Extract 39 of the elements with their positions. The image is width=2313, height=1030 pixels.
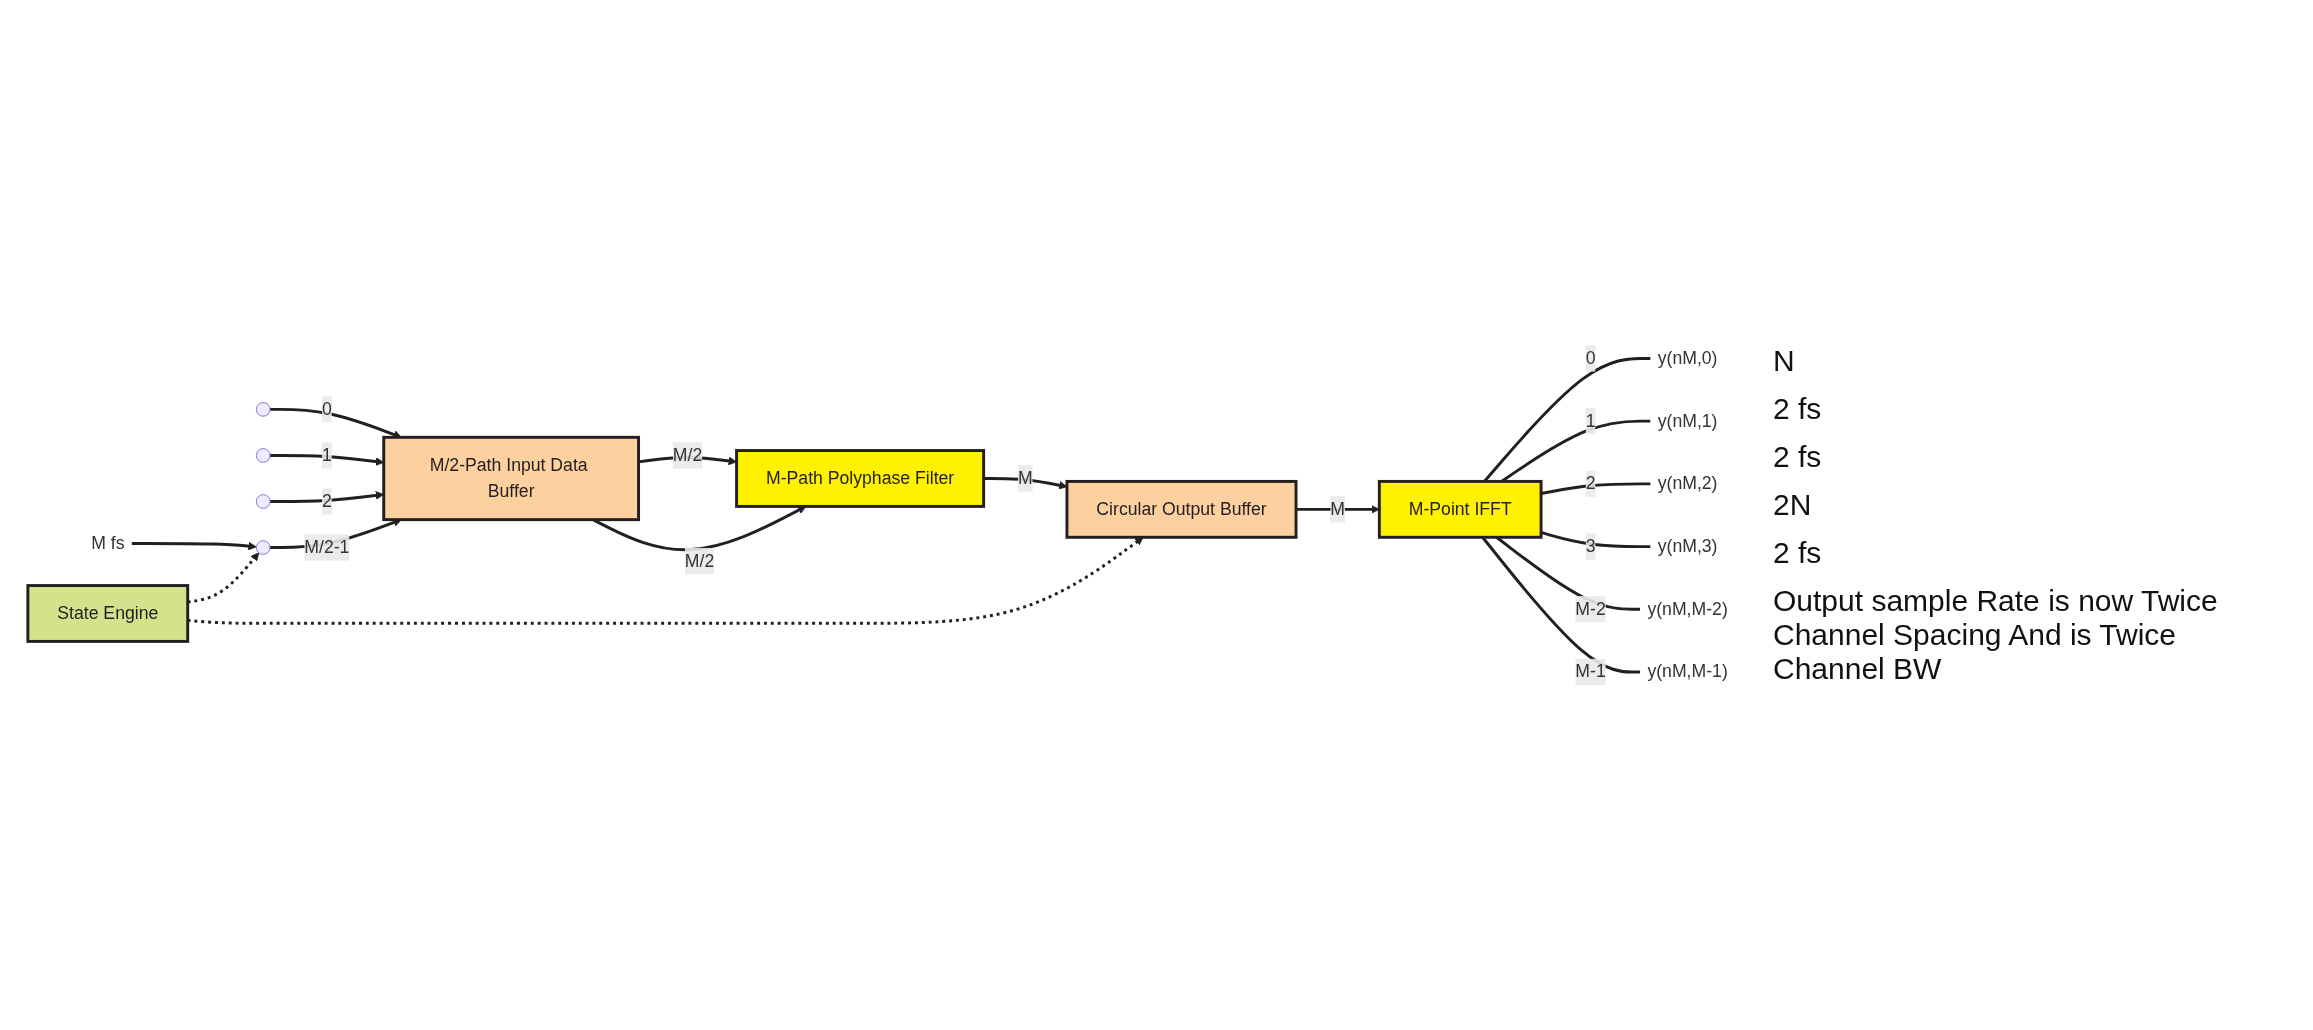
edge-label: M-1: [1575, 661, 1606, 682]
node-circle: [255, 401, 271, 417]
arrow: [131, 541, 257, 551]
node-text: y(nM,3): [1657, 536, 1718, 556]
node-box: State Engine: [26, 583, 190, 643]
edge-label: M-2: [1575, 598, 1606, 619]
note-label: 2 fs: [1773, 536, 1823, 570]
note-label: 2 fs: [1773, 440, 1823, 474]
edge-label: M/2: [672, 444, 703, 465]
node-text: y(nM,1): [1657, 410, 1718, 431]
node-text: y(nM,2): [1657, 473, 1718, 493]
node-text: y(nM,M-2): [1647, 598, 1728, 619]
arrow: [187, 536, 1144, 625]
node-circle: [255, 447, 271, 463]
note-label: Output sample Rate is now Twice Channel Spacing And is Twice Channel BW: [1773, 584, 2219, 686]
note-label: 2N: [1773, 488, 1813, 522]
node-box: M-Path Polyphase Filter: [735, 448, 986, 508]
node-text: M fs: [91, 532, 125, 553]
arrow: [187, 552, 260, 604]
edge-label: 0: [321, 398, 332, 419]
note-label: N: [1773, 344, 1796, 378]
edge-label: M: [1017, 467, 1033, 488]
edge-label: M: [1330, 498, 1346, 519]
edge-label: 0: [1585, 347, 1596, 368]
node-box: M/2-Path Input Data Buffer: [382, 435, 641, 521]
node-circle: [255, 540, 271, 555]
edge-label: 1: [321, 444, 332, 465]
node-text: y(nM,0): [1657, 347, 1718, 368]
edge-label: 3: [1585, 536, 1596, 556]
edge-label: M/2: [684, 550, 715, 571]
node-circle: [255, 493, 271, 509]
note-label: 2 fs: [1773, 392, 1823, 426]
edge-label: 1: [1585, 410, 1596, 431]
edge-label: 2: [321, 490, 332, 511]
node-text: y(nM,M-1): [1647, 661, 1728, 682]
node-box: M-Point IFFT: [1377, 479, 1543, 539]
edge-label: M/2-1: [304, 537, 350, 557]
edge-label: 2: [1585, 473, 1596, 493]
node-box: Circular Output Buffer: [1065, 479, 1298, 539]
